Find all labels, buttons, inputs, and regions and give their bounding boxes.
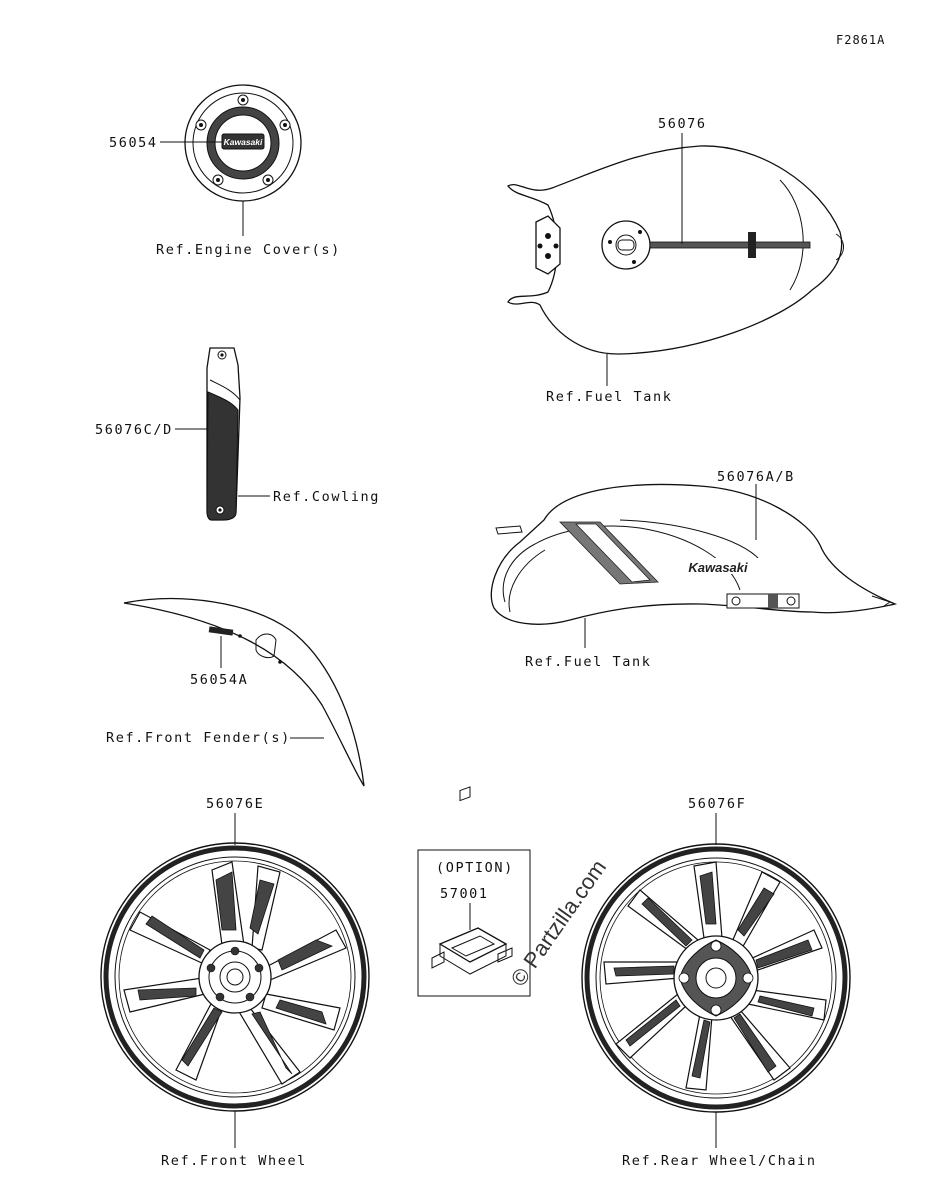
fuel-tank-side-part-label: 56076A/B [717, 469, 795, 485]
option-title: (OPTION) [436, 860, 514, 876]
front-wheel-illustration [100, 842, 370, 1112]
cowling-ref-label: Ref.Cowling [273, 489, 380, 505]
front-wheel-part-label: 56076E [206, 796, 264, 812]
engine-cover-part-label: 56054 [109, 135, 158, 151]
rear-wheel-ref-label: Ref.Rear Wheel/Chain [622, 1153, 817, 1169]
front-fender-part-label: 56054A [190, 672, 248, 688]
cowling-illustration [206, 347, 241, 521]
rear-wheel-part-label: 56076F [688, 796, 746, 812]
fuel-tank-top-ref-label: Ref.Fuel Tank [546, 389, 672, 405]
front-wheel-ref-label: Ref.Front Wheel [161, 1153, 307, 1169]
engine-cover-illustration: Kawasaki [184, 84, 302, 202]
fuel-tank-side-illustration: Kawasaki [490, 483, 898, 625]
engine-cover-logo: Kawasaki [224, 137, 263, 147]
front-fender-illustration [123, 597, 365, 787]
figure-code: F2861A [836, 33, 885, 47]
cowling-part-label: 56076C/D [95, 422, 173, 438]
front-fender-ref-label: Ref.Front Fender(s) [106, 730, 291, 746]
fuel-tank-side-ref-label: Ref.Fuel Tank [525, 654, 651, 670]
rear-wheel-illustration [581, 843, 851, 1113]
option-part-illustration [431, 786, 513, 975]
engine-cover-ref-label: Ref.Engine Cover(s) [156, 242, 341, 258]
option-part-label: 57001 [440, 886, 489, 902]
fuel-tank-top-part-label: 56076 [658, 116, 707, 132]
fuel-tank-top-illustration [507, 145, 844, 355]
tank-logo: Kawasaki [688, 560, 748, 575]
